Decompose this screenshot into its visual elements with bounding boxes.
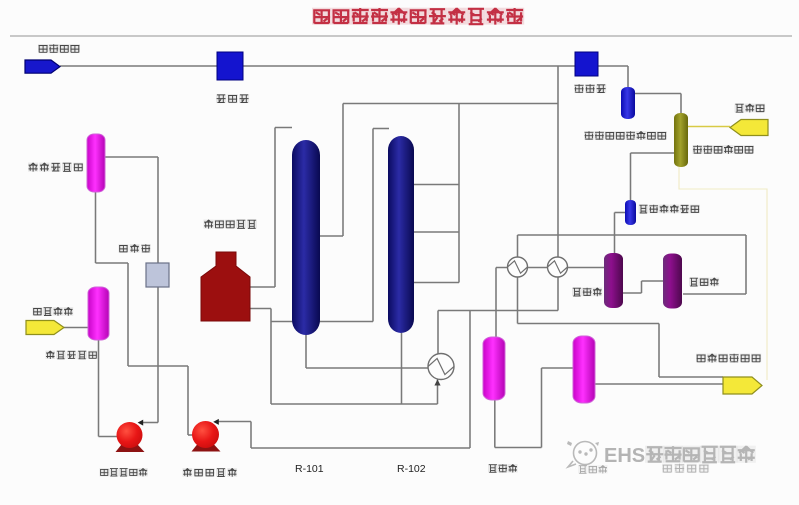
- svg-text:R-101: R-101: [295, 463, 324, 475]
- svg-text:EHS: EHS: [604, 445, 645, 467]
- svg-text:R-102: R-102: [397, 463, 426, 475]
